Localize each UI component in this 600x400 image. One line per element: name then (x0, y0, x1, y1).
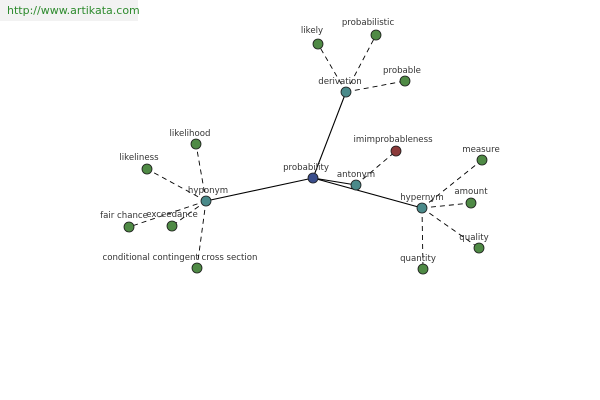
edge-hyponym-fair-chance (128, 200, 207, 228)
node-probable-label[interactable]: probable (383, 66, 421, 76)
node-conditional[interactable] (191, 262, 203, 274)
edges-layer (128, 34, 483, 270)
node-imimprobableness-label[interactable]: imimprobableness (353, 135, 433, 145)
node-derivation-label[interactable]: derivation (318, 77, 361, 87)
node-hyponym[interactable] (200, 195, 212, 207)
node-probability-label[interactable]: probability (283, 163, 329, 173)
node-probabilistic-label[interactable]: probabilistic (342, 18, 395, 28)
node-quality[interactable] (473, 242, 485, 254)
labels-layer: probability derivation likely probabilistic… (100, 18, 500, 264)
node-probable[interactable] (399, 75, 411, 87)
node-conditional-label[interactable]: conditional contingent cross section (102, 253, 257, 263)
node-exceedance[interactable] (166, 220, 178, 232)
node-quality-label[interactable]: quality (459, 233, 488, 243)
node-quantity-label[interactable]: quantity (400, 254, 436, 264)
site-url-link[interactable]: http://www.artikata.com (7, 4, 140, 17)
nodes-layer (123, 29, 488, 275)
node-likeliness-label[interactable]: likeliness (119, 153, 159, 163)
node-exceedance-label[interactable]: exceedance (146, 210, 198, 220)
edge-hypernym-amount (421, 202, 472, 209)
node-amount[interactable] (465, 197, 477, 209)
node-likeliness[interactable] (141, 163, 153, 175)
node-likely[interactable] (312, 38, 324, 50)
edge-hypernym-quality (421, 207, 480, 249)
edge-hypernym-quantity (421, 207, 424, 270)
node-hyponym-label[interactable]: hyponym (188, 186, 228, 196)
edge-hypernym-measure (421, 159, 483, 209)
edge-probability-hyponym (205, 177, 314, 202)
edge-probability-hypernym (312, 177, 423, 209)
node-fair-chance-label[interactable]: fair chance (100, 211, 148, 221)
node-hypernym-label[interactable]: hypernym (400, 193, 444, 203)
node-quantity[interactable] (417, 263, 429, 275)
edge-hyponym-exceedance (171, 200, 207, 227)
edge-derivation-likely (317, 43, 347, 93)
edge-probability-antonym (312, 177, 357, 186)
node-amount-label[interactable]: amount (454, 187, 488, 197)
node-probabilistic[interactable] (370, 29, 382, 41)
node-fair-chance[interactable] (123, 221, 135, 233)
edge-hyponym-likeliness (146, 168, 207, 202)
node-antonym-label[interactable]: antonym (337, 170, 375, 180)
node-hypernym[interactable] (416, 202, 428, 214)
node-likely-label[interactable]: likely (301, 26, 323, 36)
node-derivation[interactable] (340, 86, 352, 98)
edge-probability-derivation (312, 91, 347, 179)
node-measure[interactable] (476, 154, 488, 166)
url-banner[interactable]: http://www.artikata.com (0, 0, 140, 21)
edge-derivation-probabilistic (345, 34, 377, 93)
node-likelihood-label[interactable]: likelihood (170, 129, 211, 139)
node-antonym[interactable] (350, 179, 362, 191)
edge-hyponym-conditional (196, 200, 207, 269)
node-probability[interactable] (307, 172, 319, 184)
node-measure-label[interactable]: measure (462, 145, 499, 155)
edge-derivation-probable (345, 80, 406, 93)
node-imimprobableness[interactable] (390, 145, 402, 157)
edge-hyponym-likelihood (195, 143, 207, 202)
node-likelihood[interactable] (190, 138, 202, 150)
